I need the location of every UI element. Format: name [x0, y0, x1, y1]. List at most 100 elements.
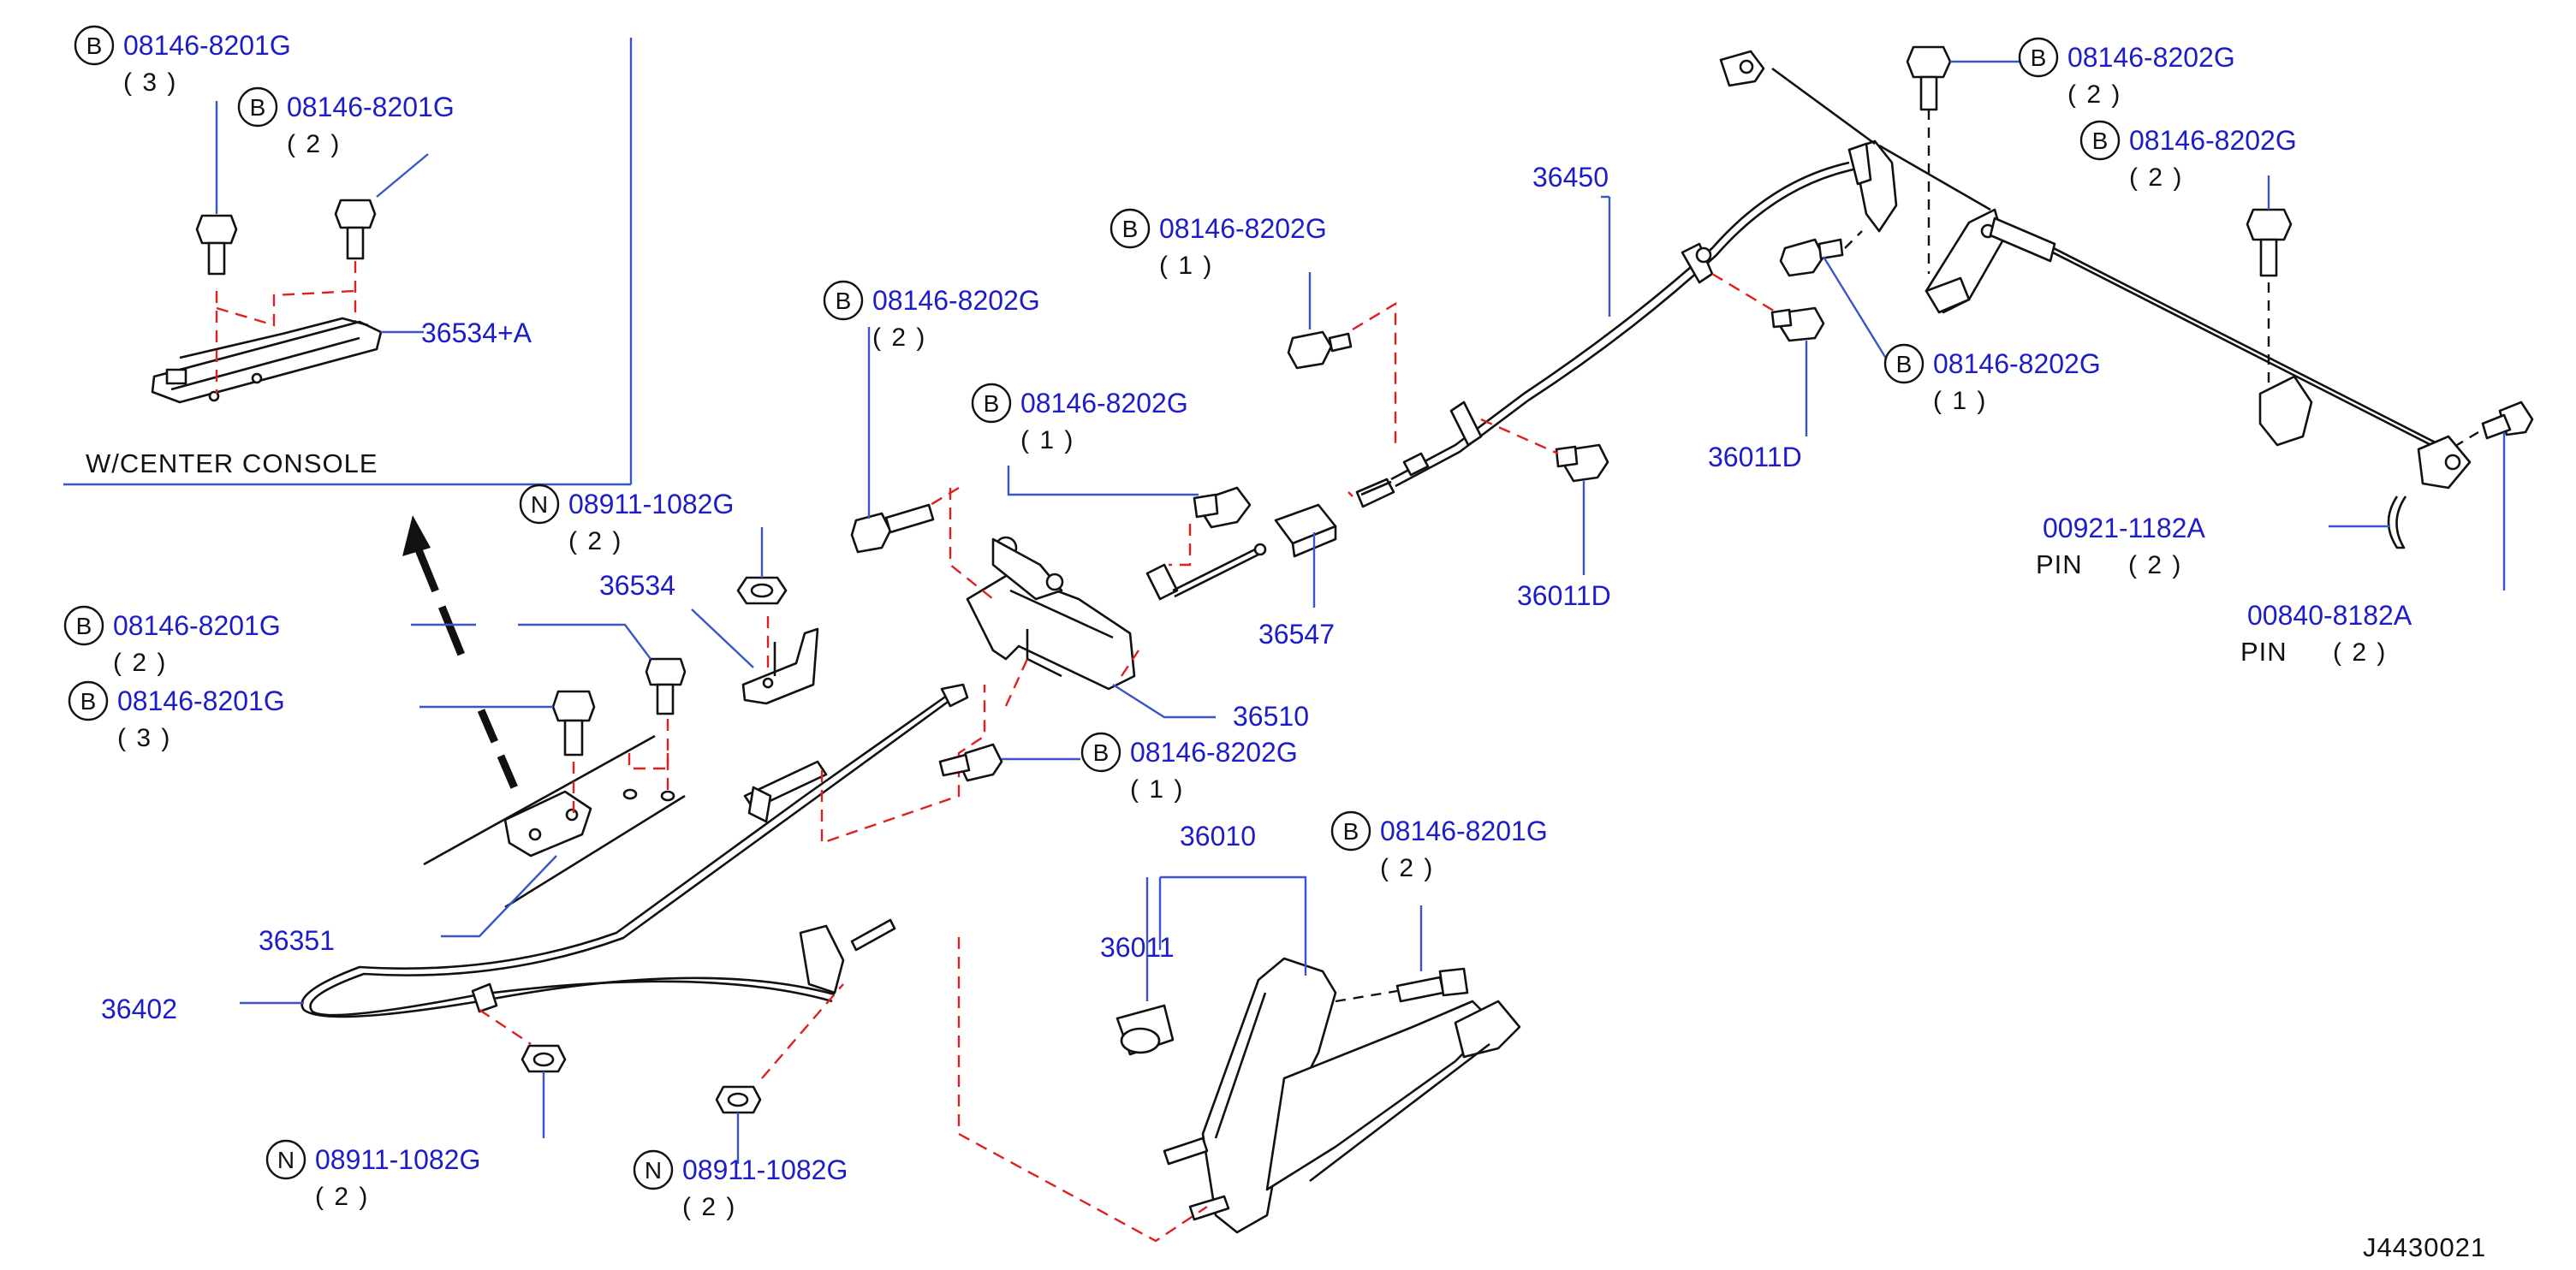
- part-number: 36547: [1258, 619, 1335, 650]
- callout-circle: [2079, 120, 2121, 161]
- callout-l28: 00921-1182A PIN ( 2 ): [2036, 513, 2205, 579]
- callout-circle-letter: B: [86, 33, 103, 59]
- front-cable-36402: [240, 683, 969, 1018]
- quantity: ( 2 ): [287, 130, 341, 158]
- part-number: 36450: [1532, 162, 1609, 193]
- callout-l25: B 08146-8202G ( 1 ): [1883, 343, 2101, 415]
- callout-l5: N 08911-1082G ( 2 ): [519, 484, 734, 555]
- part-number: 08911-1082G: [315, 1144, 480, 1175]
- quantity: ( 1 ): [1933, 387, 1987, 415]
- nut-icon: [715, 1085, 762, 1114]
- part-number: 36011: [1100, 932, 1175, 963]
- nut-icon: [736, 576, 788, 605]
- quantity: ( 2 ): [2067, 80, 2121, 109]
- part-number: 08146-8201G: [117, 685, 285, 716]
- part-number: 08146-8202G: [872, 285, 1040, 316]
- callout-circle-letter: B: [1896, 351, 1913, 377]
- bracket-36534: [691, 527, 819, 705]
- callout-circle-letter: B: [250, 94, 266, 121]
- bolt-icon: [1779, 238, 1844, 277]
- callout-circle-letter: B: [76, 613, 92, 639]
- part-number: 36011D: [1517, 580, 1611, 611]
- callout-l8: B 08146-8201G ( 3 ): [68, 680, 285, 752]
- nut-icon: [521, 1044, 567, 1073]
- callout-circle-letter: B: [2092, 128, 2109, 154]
- callout-circle: [68, 680, 109, 721]
- callout-circle: [1330, 810, 1371, 852]
- callout-l20: 36011: [1100, 932, 1175, 963]
- pin-text: PIN: [2036, 549, 2083, 579]
- quantity: ( 2 ): [315, 1183, 369, 1211]
- bolt-icon: [1395, 967, 1469, 1003]
- callout-circle-letter: B: [80, 688, 97, 715]
- part-number: 36534+A: [421, 318, 532, 348]
- callout-circle: [2018, 37, 2059, 78]
- callout-l9: 36351: [259, 925, 335, 956]
- callout-l10: 36402: [101, 994, 177, 1024]
- bracket-36510: [820, 486, 1216, 845]
- quantity: ( 1 ): [1130, 775, 1184, 804]
- part-number: 08146-8202G: [1130, 737, 1298, 768]
- callout-circle-letter: B: [984, 390, 1000, 417]
- callout-circle: [823, 280, 864, 321]
- quantity: ( 3 ): [117, 724, 171, 752]
- quantity: ( 2 ): [2128, 551, 2182, 579]
- quantity: ( 2 ): [568, 527, 622, 555]
- part-number: 36351: [259, 925, 335, 956]
- quantity: ( 1 ): [1020, 426, 1074, 454]
- quantity: ( 2 ): [682, 1193, 736, 1221]
- quantity: ( 2 ): [2129, 163, 2183, 192]
- bolt-icon: [1770, 306, 1825, 342]
- inset-center-console: [63, 38, 633, 486]
- note-text: W/CENTER CONSOLE: [86, 448, 378, 478]
- callout-circle: [74, 25, 115, 66]
- part-number: 08146-8202G: [2067, 42, 2235, 73]
- pin-icon: [2481, 401, 2534, 440]
- callout-circle-letter: N: [531, 491, 548, 518]
- part-number: 08146-8201G: [1380, 816, 1548, 846]
- part-number: 08911-1082G: [568, 489, 734, 519]
- part-number: 08146-8202G: [1020, 388, 1188, 418]
- direction-arrow-icon: [402, 515, 522, 798]
- bolt-icon: [334, 199, 377, 260]
- part-number: 00840-8182A: [2247, 600, 2412, 631]
- quantity: ( 3 ): [123, 68, 177, 97]
- callout-circle: [1110, 208, 1151, 249]
- callout-l11: N 08911-1082G ( 2 ): [265, 1139, 480, 1211]
- callout-circle-letter: B: [2031, 45, 2047, 71]
- callout-circle-letter: N: [277, 1147, 294, 1173]
- diagram-id: J4430021: [2363, 1232, 2486, 1262]
- callout-l16: 36547: [1258, 619, 1335, 650]
- callout-l4: W/CENTER CONSOLE: [86, 448, 378, 478]
- part-number: 00921-1182A: [2043, 513, 2205, 543]
- bushing-icon: [1115, 1004, 1175, 1056]
- bolt-icon: [195, 214, 238, 276]
- callout-circle: [971, 383, 1012, 424]
- callout-circle: [519, 484, 560, 525]
- bolt-icon: [850, 503, 935, 554]
- bolt-icon: [551, 690, 596, 757]
- callout-l15: B 08146-8202G ( 1 ): [971, 383, 1188, 454]
- callout-circle-letter: B: [1343, 818, 1359, 845]
- bolt-icon: [1906, 45, 1952, 111]
- part-number: 08146-8201G: [123, 30, 291, 61]
- adjuster-36547: [1145, 478, 1395, 608]
- callout-l26: B 08146-8202G ( 2 ): [2018, 37, 2235, 109]
- callout-circle: [1080, 732, 1121, 773]
- callout-circle-letter: B: [1093, 739, 1110, 766]
- callout-circle: [63, 605, 104, 646]
- part-number: 08146-8201G: [113, 610, 281, 641]
- callout-l24: 36011D: [1517, 580, 1611, 611]
- bolt-icon: [938, 743, 1003, 782]
- part-number: 08146-8202G: [1933, 348, 2101, 379]
- callout-circle-letter: N: [645, 1157, 662, 1184]
- part-number: 36011D: [1708, 442, 1802, 472]
- callout-l1: B 08146-8201G ( 3 ): [74, 25, 291, 97]
